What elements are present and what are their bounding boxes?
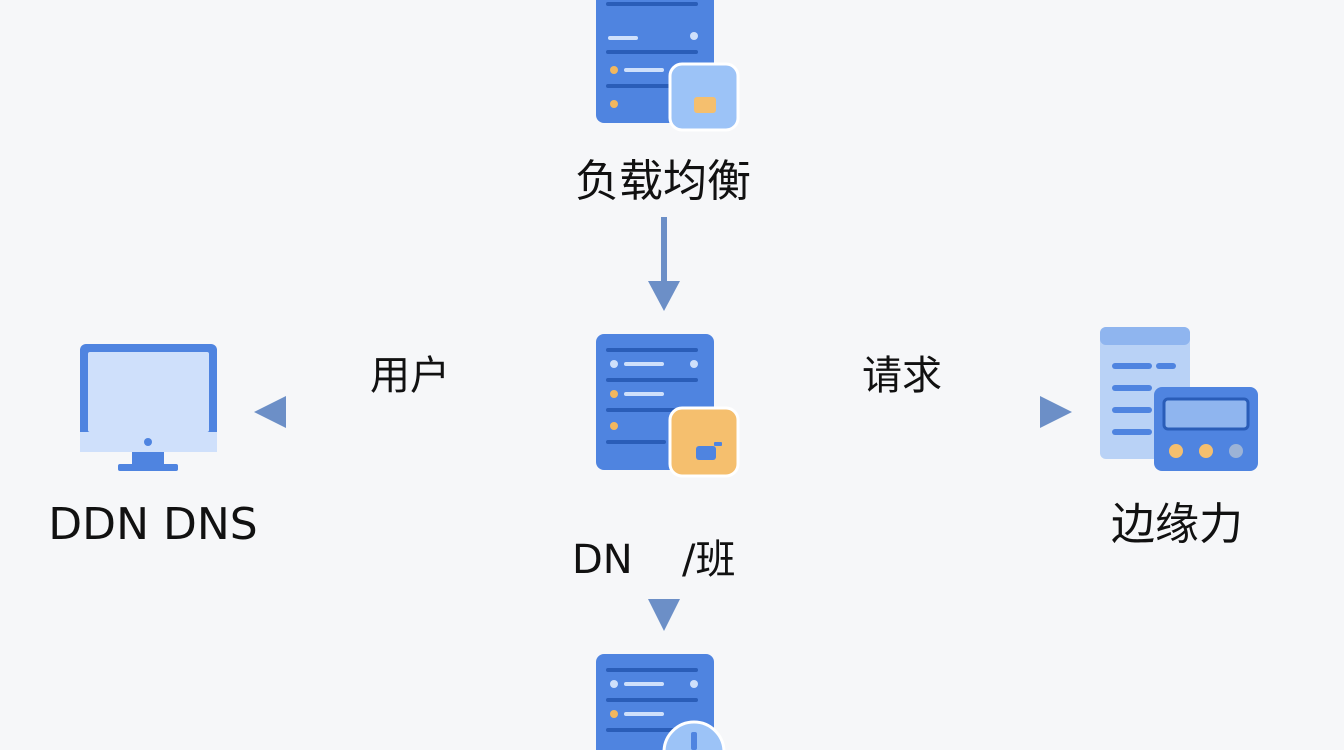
monitor-node	[76, 340, 221, 475]
arrow-down-bottom	[648, 497, 680, 631]
top-server-node	[590, 0, 740, 135]
edge-label-dn: DN	[572, 537, 633, 583]
arrow-right	[760, 396, 1072, 428]
center-server-node	[590, 330, 740, 480]
monitor-icon	[80, 344, 217, 471]
edge-power-label: 边缘力	[1111, 499, 1243, 550]
edge-device-icon	[1100, 327, 1258, 471]
edge-label-shift: /班	[682, 537, 736, 583]
arrow-down-top	[648, 217, 680, 311]
server-icon	[596, 654, 726, 750]
arrow-left	[254, 396, 572, 428]
edge-device-node	[1098, 325, 1263, 475]
edge-label-request: 请求	[862, 353, 942, 399]
server-icon	[596, 0, 740, 132]
ddn-dns-label: DDN DNS	[48, 499, 258, 550]
bottom-server-node	[590, 652, 740, 750]
server-icon	[596, 334, 740, 478]
load-balancer-label: 负载均衡	[575, 156, 751, 207]
edge-label-user: 用户	[370, 353, 450, 399]
